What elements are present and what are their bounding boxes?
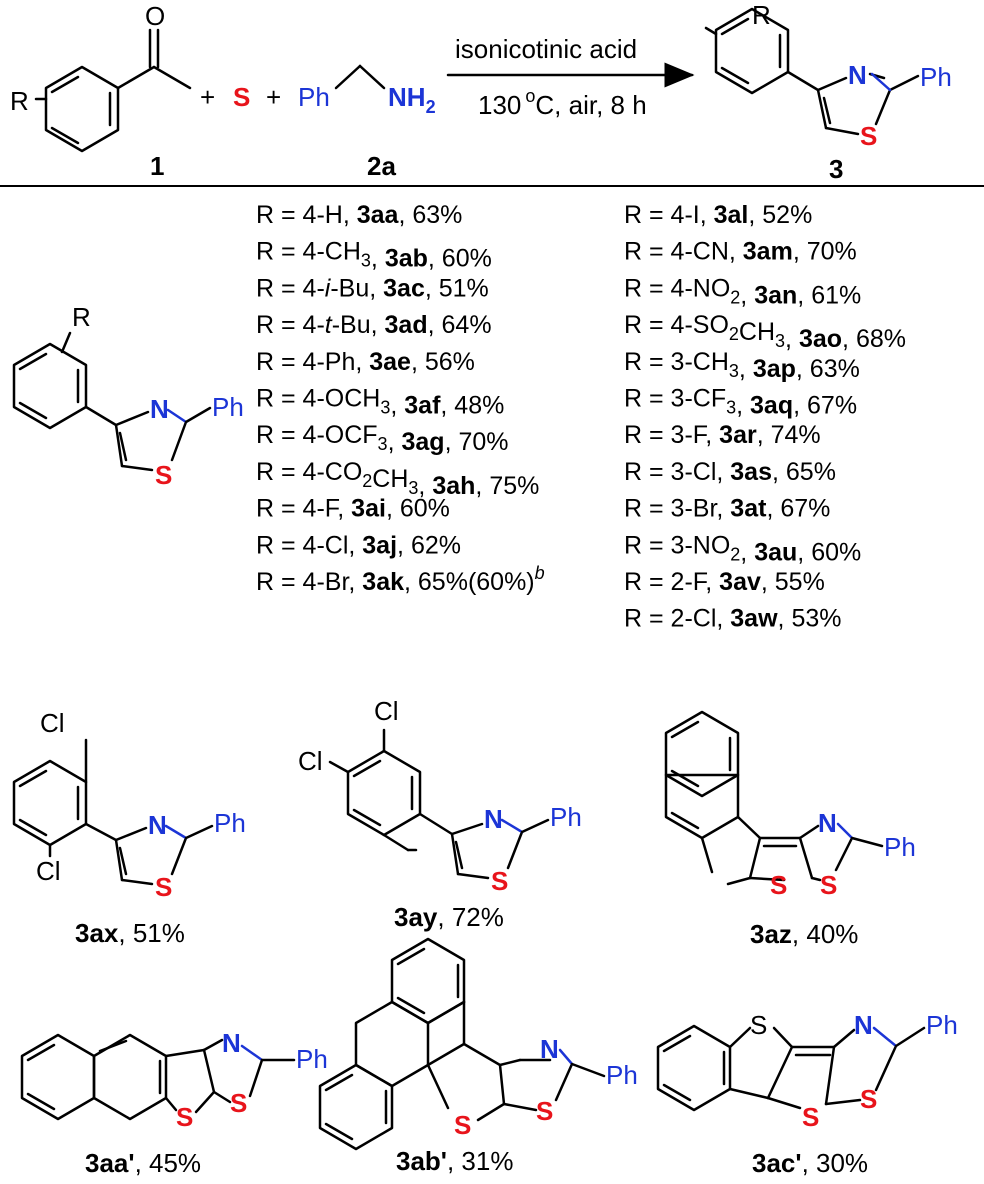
substituent-row-3aw: R = 2-Cl, 3aw, 53% [624, 605, 841, 633]
3ay-Cl-top: Cl [374, 696, 399, 726]
3ac-prime-Ph: Ph [926, 1010, 958, 1040]
generic-aryl-thiazole [12, 331, 212, 472]
substituent-row-3as: R = 3-Cl, 3as, 65% [624, 458, 836, 486]
3az-S-thiophene: S [770, 870, 787, 900]
substituent-row-3ak: R = 4-Br, 3ak, 65%(60%)b [256, 563, 545, 596]
3az-caption: 3az, 40% [750, 919, 858, 949]
structure-3ax [12, 738, 214, 886]
substituent-list-right: R = 4-I, 3al, 52% R = 4-CN, 3am, 70% R = 4… [624, 201, 906, 633]
substituent-row-3am: R = 4-CN, 3am, 70% [624, 238, 857, 266]
3aa-prime-N: N [222, 1028, 241, 1058]
structure-3ac-prime [656, 1024, 926, 1112]
structure-3ab-prime-labels: N S S Ph 3ab', 31% [396, 1034, 638, 1176]
product-N: N [848, 60, 867, 90]
3ax-caption: 3ax, 51% [75, 918, 185, 948]
structure-3aa-prime [20, 1033, 296, 1121]
generic-structure-labels: R N S Ph [72, 302, 244, 490]
reaction-header [0, 7, 984, 187]
label-2a: 2a [367, 151, 396, 181]
3az-S-thiazole: S [820, 870, 837, 900]
structure-3az [664, 710, 884, 886]
3aa-prime-S-2: S [230, 1088, 247, 1118]
3ax-Ph: Ph [214, 808, 246, 838]
reagent-above-arrow: isonicotinic acid [455, 34, 637, 64]
3ac-prime-caption: 3ac', 30% [752, 1148, 868, 1178]
substituent-row-3ab: R = 4-CH3, 3ab, 60% [256, 238, 492, 273]
R-label-1: R [10, 86, 29, 116]
product-Ph: Ph [920, 62, 952, 92]
3aa-prime-S-1: S [176, 1102, 193, 1132]
3aa-prime-Ph: Ph [296, 1044, 328, 1074]
acetophenone-structure [34, 28, 192, 153]
3ax-N: N [148, 810, 167, 840]
3ay-Ph: Ph [550, 802, 582, 832]
product-structure [704, 7, 920, 136]
substituent-row-3av: R = 2-F, 3av, 55% [624, 568, 825, 596]
substituent-row-3ao: R = 4-SO2CH3, 3ao, 68% [624, 311, 906, 353]
amine-Ph: Ph [298, 82, 330, 112]
substituent-row-3ag: R = 4-OCF3, 3ag, 70% [256, 421, 509, 456]
3ay-Cl-left: Cl [298, 746, 323, 776]
3ab-prime-S-1: S [454, 1110, 471, 1140]
substituent-row-3ae: R = 4-Ph, 3ae, 56% [256, 348, 475, 376]
substituent-list-left: R = 4-H, 3aa, 63%R = 4-CH3, 3ab, 60%R = … [256, 201, 545, 596]
amine-NH: NH2 [388, 82, 436, 117]
substituent-row-3ar: R = 3-F, 3ar, 74% [624, 421, 821, 449]
substituent-row-3ah: R = 4-CO2CH3, 3ah, 75% [256, 458, 539, 500]
benzylamine-structure [334, 64, 386, 90]
generic-R: R [72, 302, 91, 332]
sulfur-reagent: S [233, 82, 250, 112]
3az-N: N [818, 808, 837, 838]
3aa-prime-caption: 3aa', 45% [85, 1148, 201, 1178]
substituent-row-3ai: R = 4-F, 3ai, 60% [256, 495, 450, 523]
3ay-caption: 3ay, 72% [394, 902, 504, 932]
substituent-row-3ac: R = 4-i-Bu, 3ac, 51% [256, 274, 489, 302]
3ax-Cl-top: Cl [40, 708, 65, 738]
substituent-row-3af: R = 4-OCH3, 3af, 48% [256, 385, 504, 420]
3ay-N: N [484, 804, 503, 834]
product-R: R [752, 0, 771, 30]
label-1: 1 [150, 151, 164, 181]
3ax-Cl-bottom: Cl [36, 856, 61, 886]
structure-3ay-labels: Cl Cl N S Ph 3ay, 72% [298, 696, 582, 932]
structure-3aa-prime-labels: N S S Ph 3aa', 45% [85, 1028, 328, 1178]
structure-3ac-prime-labels: S N S S Ph 3ac', 30% [750, 1010, 958, 1178]
structure-3ab-prime [318, 937, 606, 1151]
3ax-S: S [155, 872, 172, 902]
3ac-prime-S-2: S [860, 1084, 877, 1114]
acetophenone-O: O [145, 1, 165, 31]
generic-S: S [155, 460, 172, 490]
3ab-prime-N: N [540, 1034, 559, 1064]
substituent-row-3au: R = 3-NO2, 3au, 60% [624, 531, 861, 566]
substituent-row-3at: R = 3-Br, 3at, 67% [624, 495, 830, 523]
plus-2: + [266, 82, 281, 112]
3ac-prime-N: N [854, 1010, 873, 1040]
substituent-row-3ap: R = 3-CH3, 3ap, 63% [624, 348, 860, 383]
plus-1: + [200, 82, 215, 112]
structure-3ax-labels: Cl Cl N S Ph 3ax, 51% [36, 708, 246, 948]
label-3: 3 [829, 154, 843, 184]
substituent-row-3ad: R = 4-t-Bu, 3ad, 64% [256, 311, 492, 339]
generic-Ph: Ph [212, 392, 244, 422]
3az-Ph: Ph [884, 832, 916, 862]
substituent-row-3aj: R = 4-Cl, 3aj, 62% [256, 531, 461, 559]
substituent-row-3al: R = 4-I, 3al, 52% [624, 201, 812, 229]
substituent-row-3aq: R = 3-CF3, 3aq, 67% [624, 385, 857, 420]
3ay-S: S [491, 866, 508, 896]
3ac-prime-S-top: S [750, 1010, 767, 1040]
3ac-prime-S-1: S [802, 1102, 819, 1132]
product-S: S [860, 121, 877, 151]
generic-N: N [150, 394, 169, 424]
substituent-row-3an: R = 4-NO2, 3an, 61% [624, 274, 861, 309]
structure-3ay [328, 728, 550, 880]
3ab-prime-S-2: S [536, 1096, 553, 1126]
3ab-prime-Ph: Ph [606, 1060, 638, 1090]
3ab-prime-caption: 3ab', 31% [396, 1146, 513, 1176]
substituent-row-3aa: R = 4-H, 3aa, 63% [256, 201, 462, 229]
structure-3az-labels: N S S Ph 3az, 40% [750, 808, 916, 949]
